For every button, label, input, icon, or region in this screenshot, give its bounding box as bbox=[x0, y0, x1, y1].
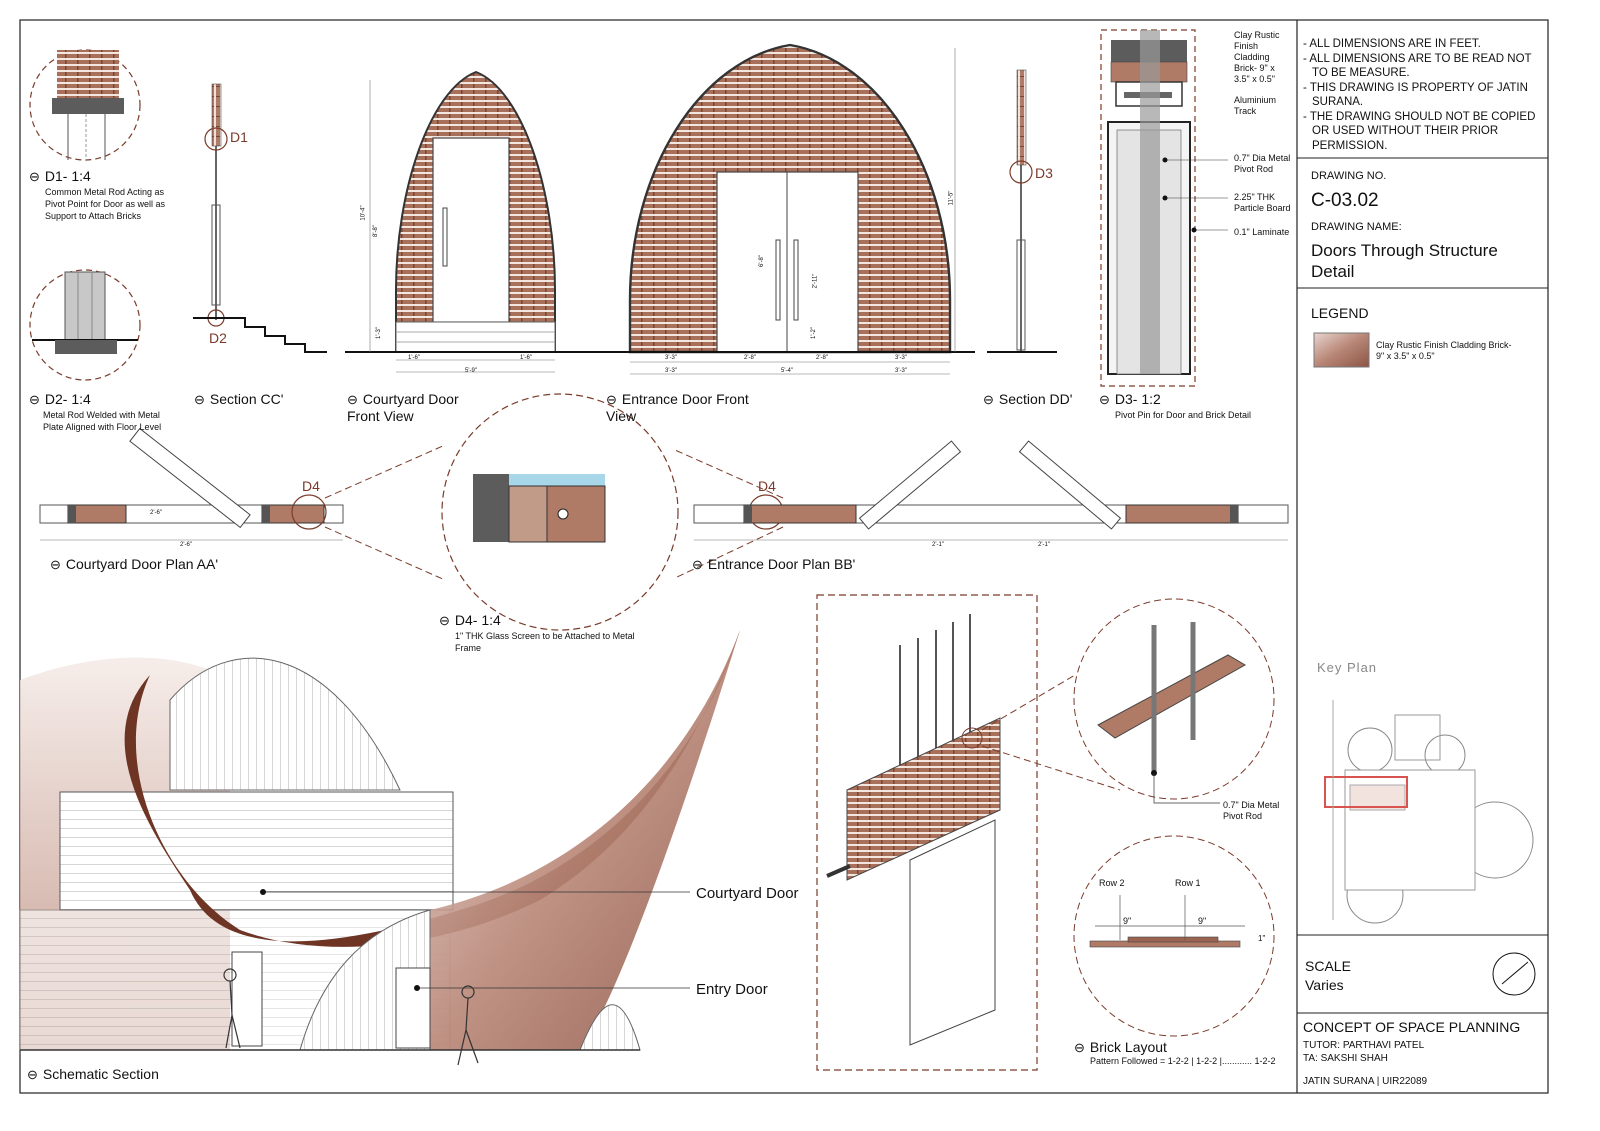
drawing-no: C-03.02 bbox=[1311, 190, 1379, 211]
dim-ed-handle: 2'-11" bbox=[812, 273, 819, 289]
callout-entry-door: Entry Door bbox=[696, 981, 768, 998]
dim-pa-1: 2'-6" bbox=[180, 542, 192, 548]
drawing-name-label: DRAWING NAME: bbox=[1311, 221, 1402, 233]
tutor-name: TUTOR: PARTHAVI PATEL bbox=[1303, 1040, 1425, 1051]
dim-ed-1: 3'-3" bbox=[665, 355, 677, 361]
courtyard-front-title: Courtyard Door Front View bbox=[347, 391, 477, 425]
legend-label: LEGEND bbox=[1311, 305, 1369, 321]
d2-tag: D2 bbox=[209, 330, 227, 346]
dim-cc-w2: 1'-6" bbox=[520, 355, 532, 361]
d3-track-label: Aluminium Track bbox=[1234, 95, 1277, 116]
ta-name: TA: SAKSHI SHAH bbox=[1303, 1053, 1388, 1064]
d1-title: D1- 1:4 bbox=[29, 168, 91, 185]
d3-tag: D3 bbox=[1035, 165, 1053, 181]
dim-ed-base: 1'-2" bbox=[810, 327, 817, 339]
brick-dim-c: 1" bbox=[1258, 934, 1266, 943]
detail-d1-circle bbox=[29, 49, 141, 161]
d4-tag-bb: D4 bbox=[758, 478, 776, 494]
d2-title: D2- 1:4 bbox=[29, 391, 91, 408]
brick-row1-label: Row 1 bbox=[1175, 878, 1201, 888]
d4-tag-aa: D4 bbox=[302, 478, 320, 494]
d2-note: Metal Rod Welded with Metal Plate Aligne… bbox=[43, 410, 162, 432]
drawing-no-label: DRAWING NO. bbox=[1311, 170, 1387, 182]
d4-note: 1" THK Glass Screen to be Attached to Me… bbox=[455, 631, 635, 653]
note-2: - ALL DIMENSIONS ARE TO BE READ NOT TO B… bbox=[1303, 52, 1532, 80]
section-cc-drawing bbox=[193, 83, 327, 353]
d3-cladding-label: Clay Rustic Finish Cladding Brick- 9" x … bbox=[1234, 30, 1280, 84]
note-4: - THE DRAWING SHOULD NOT BE COPIED OR US… bbox=[1303, 110, 1536, 152]
courtyard-door-front-drawing bbox=[345, 70, 610, 373]
d4-title: D4- 1:4 bbox=[439, 612, 501, 629]
dim-ed-2: 2'-8" bbox=[744, 355, 756, 361]
author-id: JATIN SURANA | UIR22089 bbox=[1303, 1076, 1428, 1087]
dim-pa-2: 2'-6" bbox=[150, 510, 162, 516]
plan-aa-title: Courtyard Door Plan AA' bbox=[50, 556, 218, 573]
d1-tag: D1 bbox=[230, 129, 248, 145]
drawing-name-line2: Detail bbox=[1311, 262, 1355, 281]
dim-ed-height: 11'-5" bbox=[948, 190, 955, 206]
entrance-front-title: Entrance Door Front View bbox=[606, 391, 766, 425]
section-cc-title: Section CC' bbox=[194, 391, 283, 408]
section-dd-title: Section DD' bbox=[983, 391, 1072, 408]
schematic-section-drawing bbox=[19, 630, 741, 1066]
key-plan-label: Key Plan bbox=[1317, 660, 1378, 675]
dim-cc-base: 1'-3" bbox=[375, 327, 382, 339]
isometric-door-drawing bbox=[816, 594, 1275, 1071]
north-arrow-icon bbox=[1492, 952, 1536, 996]
plan-bb-drawing bbox=[693, 440, 1289, 541]
dim-cc-total: 5'-9" bbox=[465, 368, 477, 374]
legend-swatch bbox=[1313, 332, 1370, 368]
note-1: - ALL DIMENSIONS ARE IN FEET. bbox=[1303, 38, 1481, 50]
section-dd-drawing bbox=[987, 69, 1057, 353]
iso-rod-label: 0.7" Dia Metal Pivot Rod bbox=[1223, 800, 1280, 821]
key-plan-drawing bbox=[1324, 700, 1534, 924]
scale-value: Varies bbox=[1305, 977, 1344, 993]
d3-laminate-label: 0.1" Laminate bbox=[1234, 227, 1290, 237]
dim-ed-6: 5'-4" bbox=[781, 368, 793, 374]
d1-note: Common Metal Rod Acting as Pivot Point f… bbox=[45, 187, 166, 221]
schematic-section-title: Schematic Section bbox=[27, 1066, 159, 1083]
brick-dim-b: 9" bbox=[1198, 916, 1207, 926]
dim-cc-door: 8'-8" bbox=[372, 225, 379, 237]
dim-ed-3: 2'-8" bbox=[816, 355, 828, 361]
plan-aa-drawing bbox=[39, 427, 344, 541]
brick-pattern-note: Pattern Followed = 1-2-2 | 1-2-2 |......… bbox=[1090, 1056, 1276, 1066]
dim-pb-2: 2'-1" bbox=[1038, 542, 1050, 548]
project-name: CONCEPT OF SPACE PLANNING bbox=[1303, 1019, 1521, 1035]
plan-bb-title: Entrance Door Plan BB' bbox=[692, 556, 855, 573]
dim-cc-height: 10'-4" bbox=[360, 205, 367, 221]
callout-courtyard-door: Courtyard Door bbox=[696, 885, 799, 902]
detail-d3-drawing bbox=[1100, 29, 1228, 387]
key-plan-highlight bbox=[1324, 776, 1408, 808]
d3-title: D3- 1:2 bbox=[1099, 391, 1161, 408]
d3-rod-label: 0.7" Dia Metal Pivot Rod bbox=[1234, 153, 1291, 174]
brick-dim-a: 9" bbox=[1123, 916, 1132, 926]
dim-ed-4: 3'-3" bbox=[895, 355, 907, 361]
entrance-door-front-drawing bbox=[606, 43, 975, 375]
brick-row2-label: Row 2 bbox=[1099, 878, 1125, 888]
sheet-border bbox=[19, 19, 1549, 1094]
d3-note: Pivot Pin for Door and Brick Detail bbox=[1115, 410, 1252, 420]
note-3: - THIS DRAWING IS PROPERTY OF JATIN SURA… bbox=[1303, 81, 1528, 109]
dim-ed-door: 6'-8" bbox=[758, 255, 765, 267]
detail-d2-circle bbox=[29, 269, 141, 381]
d3-board-label: 2.25" THK Particle Board bbox=[1234, 192, 1291, 213]
general-notes: - ALL DIMENSIONS ARE IN FEET. - ALL DIME… bbox=[1303, 37, 1543, 153]
dim-cc-w1: 1'-6" bbox=[408, 355, 420, 361]
drawing-name-line1: Doors Through Structure bbox=[1311, 241, 1498, 260]
legend-item-label: Clay Rustic Finish Cladding Brick- 9" x … bbox=[1376, 340, 1512, 361]
dim-ed-7: 3'-3" bbox=[895, 368, 907, 374]
dim-pb-1: 2'-1" bbox=[932, 542, 944, 548]
dim-ed-5: 3'-3" bbox=[665, 368, 677, 374]
scale-label: SCALE bbox=[1305, 958, 1351, 974]
brick-layout-title: Brick Layout bbox=[1074, 1039, 1167, 1056]
